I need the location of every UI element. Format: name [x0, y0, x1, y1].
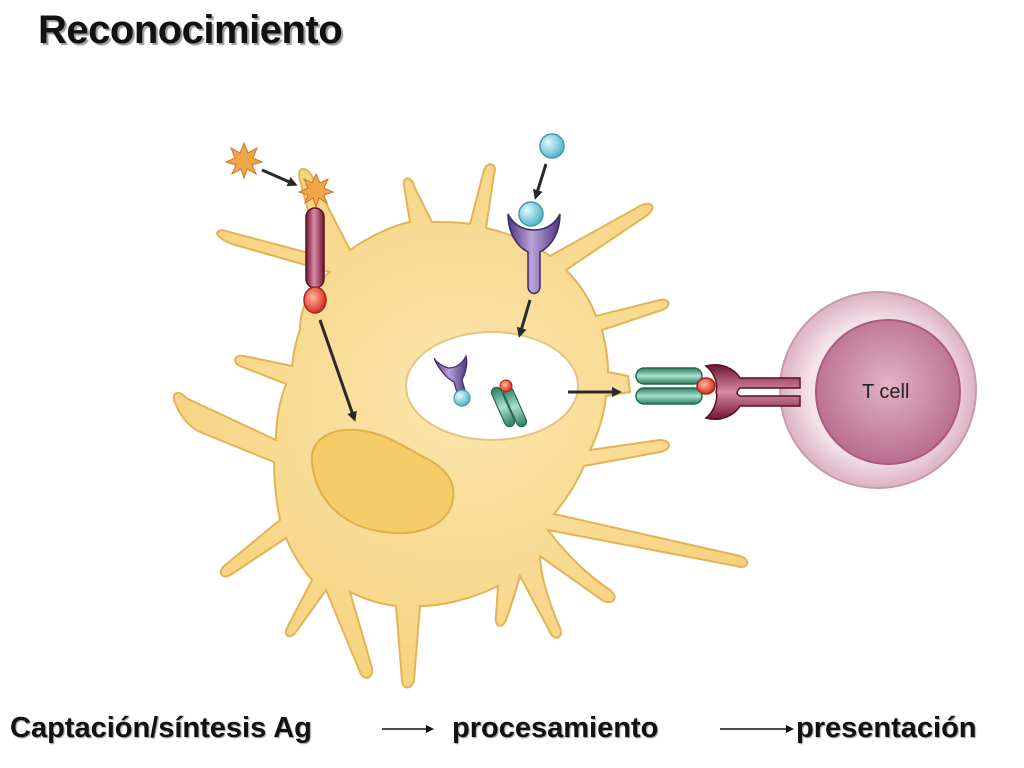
antigen-star-bound [297, 172, 335, 209]
endosome-mhc-peptide [490, 379, 528, 428]
step-captacion: Captación/síntesis Ag [10, 712, 312, 744]
surface-mhc-complex [635, 367, 703, 405]
t-cell: T cell [779, 291, 977, 489]
process-steps: Captación/síntesis Ag procesamiento pres… [0, 712, 1024, 762]
antigen-sphere-free [539, 133, 565, 159]
arrow-receptor-to-endosome [516, 299, 532, 338]
step-presentacion: presentación [796, 712, 977, 744]
endosome [405, 331, 579, 441]
step-procesamiento: procesamiento [452, 712, 659, 744]
arrow-antigen-to-receptor [261, 168, 298, 187]
arrow-internalization [318, 319, 357, 422]
surface-receptor-maroon [303, 207, 327, 314]
presented-peptide [696, 377, 716, 395]
nucleus [310, 428, 455, 535]
antigen-star-free [224, 141, 264, 180]
t-cell-receptor [704, 364, 801, 420]
t-cell-label: T cell [862, 381, 909, 403]
antigen-presentation-diagram: T cell [172, 133, 977, 689]
flow-arrow-1 [382, 725, 434, 733]
dendritic-cell [172, 163, 749, 689]
endosome-receptor-complex [433, 354, 471, 407]
t-cell-nucleus [815, 319, 961, 465]
arrow-sphere-to-receptor [533, 163, 548, 200]
page-title: Reconocimiento [38, 8, 343, 52]
flow-arrow-2 [720, 725, 794, 733]
surface-receptor-purple [507, 201, 561, 295]
